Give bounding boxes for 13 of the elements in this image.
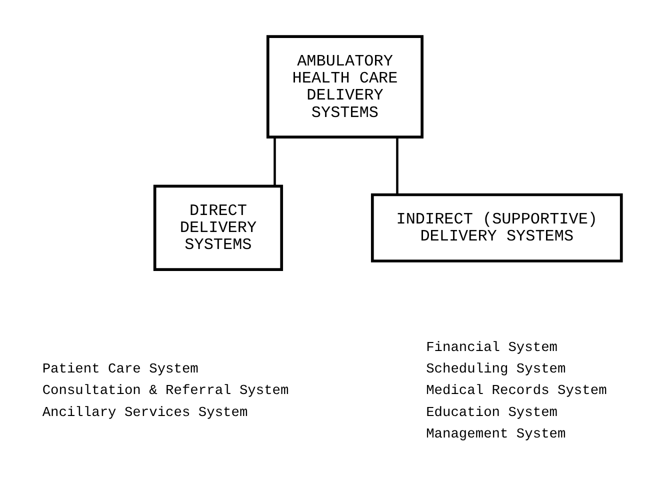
connector [274, 136, 276, 186]
node-label: Education System [426, 405, 558, 420]
node-label: Consultation & Referral System [42, 384, 289, 399]
connector [396, 136, 398, 194]
node-box: AMBULATORY HEALTH CARE DELIVERY SYSTEMS [266, 34, 424, 138]
node-label: Financial System [426, 340, 558, 356]
node-label: Scheduling System [426, 362, 566, 377]
node-label: Ancillary Services System [42, 405, 248, 420]
node-box: DIRECT DELIVERY SYSTEMS [153, 184, 284, 270]
node-box: INDIRECT (SUPPORTIVE) DELIVERY SYSTEMS [370, 192, 623, 262]
node-label: Medical Records System [426, 384, 607, 399]
node-label: Patient Care System [42, 362, 198, 377]
node-label: Management System [426, 427, 566, 442]
